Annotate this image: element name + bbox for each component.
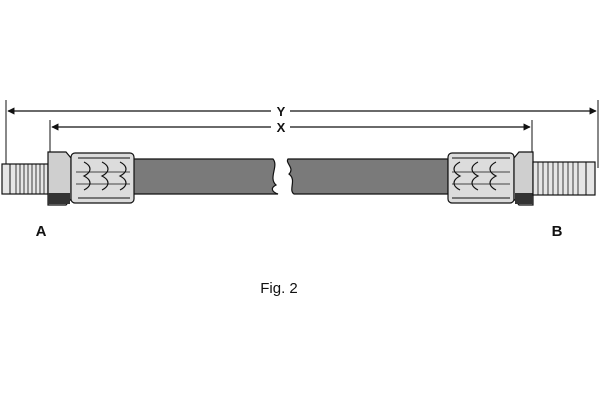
hose-body bbox=[132, 158, 449, 195]
dimension-x: X bbox=[49, 120, 533, 158]
figure-caption: Fig. 2 bbox=[260, 280, 298, 297]
right-fitting bbox=[447, 151, 596, 206]
dimension-y: Y bbox=[5, 100, 599, 168]
left-fitting bbox=[1, 151, 135, 206]
dimension-y-label: Y bbox=[277, 104, 286, 119]
end-label-b: B bbox=[552, 223, 563, 240]
dimension-x-label: X bbox=[277, 120, 286, 135]
end-label-a: A bbox=[36, 223, 47, 240]
